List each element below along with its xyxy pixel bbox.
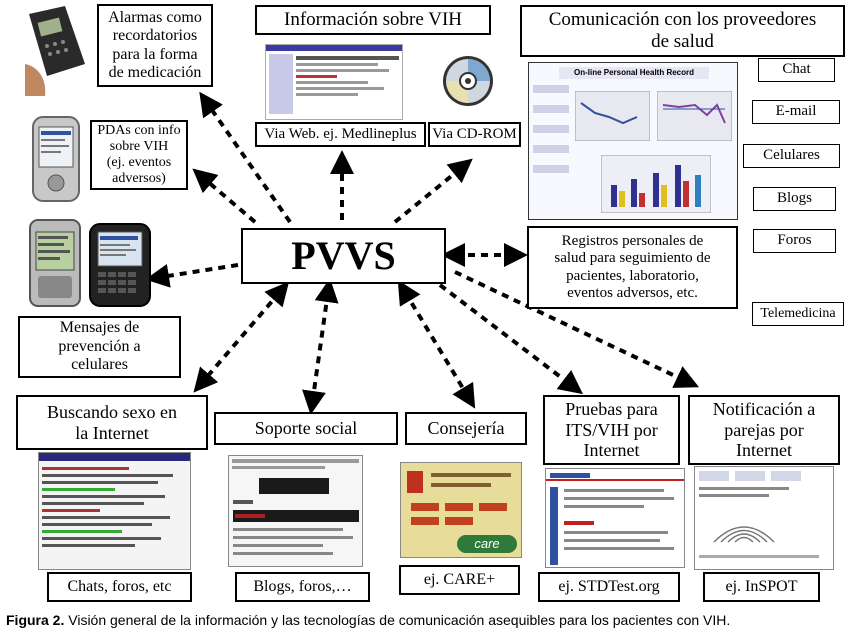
channel-chat-label: Chat	[782, 61, 811, 78]
pruebas-label: Pruebas para ITS/VIH por Internet	[565, 398, 658, 461]
channel-foros-label: Foros	[777, 232, 812, 249]
stdtest-label-box: ej. STDTest.org	[538, 572, 680, 602]
chats-label-box: Chats, foros, etc	[47, 572, 192, 602]
channel-chat: Chat	[758, 58, 835, 82]
blogs-foros-label-box: Blogs, foros,…	[235, 572, 370, 602]
via-web-box: Via Web. ej. Medlineplus	[255, 122, 426, 147]
channel-email-label: E-mail	[775, 103, 817, 120]
figure-caption-label: Figura 2.	[6, 612, 65, 628]
care-label: ej. CARE+	[423, 570, 496, 588]
figure-caption: Figura 2. Visión general de la informaci…	[6, 612, 730, 628]
arrow-to-alarmas	[199, 91, 292, 224]
consejeria-box: Consejería	[405, 412, 527, 445]
arrow-to-soporte	[302, 278, 339, 415]
center-node: PVVS	[241, 228, 446, 284]
channel-blogs-label: Blogs	[776, 190, 812, 207]
arrow-to-pdas	[192, 168, 257, 224]
via-web-label: Via Web. ej. Medlineplus	[264, 125, 417, 142]
buscando-box: Buscando sexo en la Internet	[16, 395, 208, 450]
buscando-label: Buscando sexo en la Internet	[47, 401, 177, 443]
channel-email: E-mail	[752, 100, 840, 124]
pdas-label: PDAs con info sobre VIH (ej. eventos adv…	[97, 122, 181, 187]
arrow-to-notificacion	[454, 270, 700, 388]
channel-telemedicina-label: Telemedicina	[760, 305, 836, 321]
stdtest-screenshot	[545, 468, 685, 568]
registros-label: Registros personales de salud para segui…	[554, 233, 711, 301]
inspot-label-box: ej. InSPOT	[703, 572, 820, 602]
channel-foros: Foros	[753, 229, 836, 253]
channel-telemedicina: Telemedicina	[752, 302, 844, 326]
registros-box: Registros personales de salud para segui…	[527, 226, 738, 309]
notificacion-label: Notificación a parejas por Internet	[712, 398, 816, 461]
pruebas-box: Pruebas para ITS/VIH por Internet	[543, 395, 680, 465]
info-vih-label: Información sobre VIH	[284, 9, 462, 31]
arrow-to-mensajes	[145, 263, 239, 288]
blogs-foros-label: Blogs, foros,…	[253, 577, 352, 595]
phr-screenshot: On-line Personal Health Record	[528, 62, 738, 220]
inspot-label: ej. InSPOT	[725, 577, 798, 595]
care-logo: care	[457, 535, 517, 553]
blogs-screenshot	[228, 455, 363, 567]
mensajes-box: Mensajes de prevención a celulares	[18, 316, 181, 378]
channel-blogs: Blogs	[753, 187, 836, 211]
arrow-to-consejeria	[397, 280, 476, 409]
chats-label: Chats, foros, etc	[67, 577, 172, 595]
arrow-to-pruebas	[438, 283, 583, 395]
arrow-to-buscando	[193, 281, 290, 393]
care-label-box: ej. CARE+	[399, 565, 520, 595]
notificacion-box: Notificación a parejas por Internet	[688, 395, 840, 465]
stdtest-label: ej. STDTest.org	[558, 577, 660, 595]
alarmas-label: Alarmas como recordatorios para la forma…	[108, 8, 202, 81]
phr-title: On-line Personal Health Record	[559, 67, 709, 79]
comunicacion-box: Comunicación con los proveedores de salu…	[520, 5, 845, 57]
cd-rom-icon	[443, 56, 493, 106]
info-vih-box: Información sobre VIH	[255, 5, 491, 35]
soporte-box: Soporte social	[214, 412, 398, 445]
via-cd-box: Via CD-ROM	[428, 122, 521, 147]
figure-caption-text: Visión general de la información y las t…	[64, 612, 731, 628]
cellphones-image	[29, 219, 151, 307]
pdas-box: PDAs con info sobre VIH (ej. eventos adv…	[90, 120, 188, 190]
channel-celulares: Celulares	[743, 144, 840, 168]
center-label: PVVS	[291, 233, 396, 278]
via-cd-label: Via CD-ROM	[432, 125, 517, 142]
arrow-to-cdrom	[393, 158, 473, 224]
soporte-label: Soporte social	[254, 418, 358, 439]
pda-image	[32, 116, 80, 202]
inspot-screenshot	[694, 466, 834, 570]
alarmas-box: Alarmas como recordatorios para la forma…	[97, 4, 213, 87]
mensajes-label: Mensajes de prevención a celulares	[58, 319, 141, 374]
channel-celulares-label: Celulares	[763, 147, 820, 164]
medlineplus-screenshot	[265, 44, 403, 120]
comunicacion-label: Comunicación con los proveedores de salu…	[548, 9, 817, 52]
consejeria-label: Consejería	[427, 418, 505, 439]
chats-screenshot	[38, 452, 191, 570]
care-screenshot: care	[400, 462, 522, 558]
phone-hand-image	[25, 4, 87, 96]
